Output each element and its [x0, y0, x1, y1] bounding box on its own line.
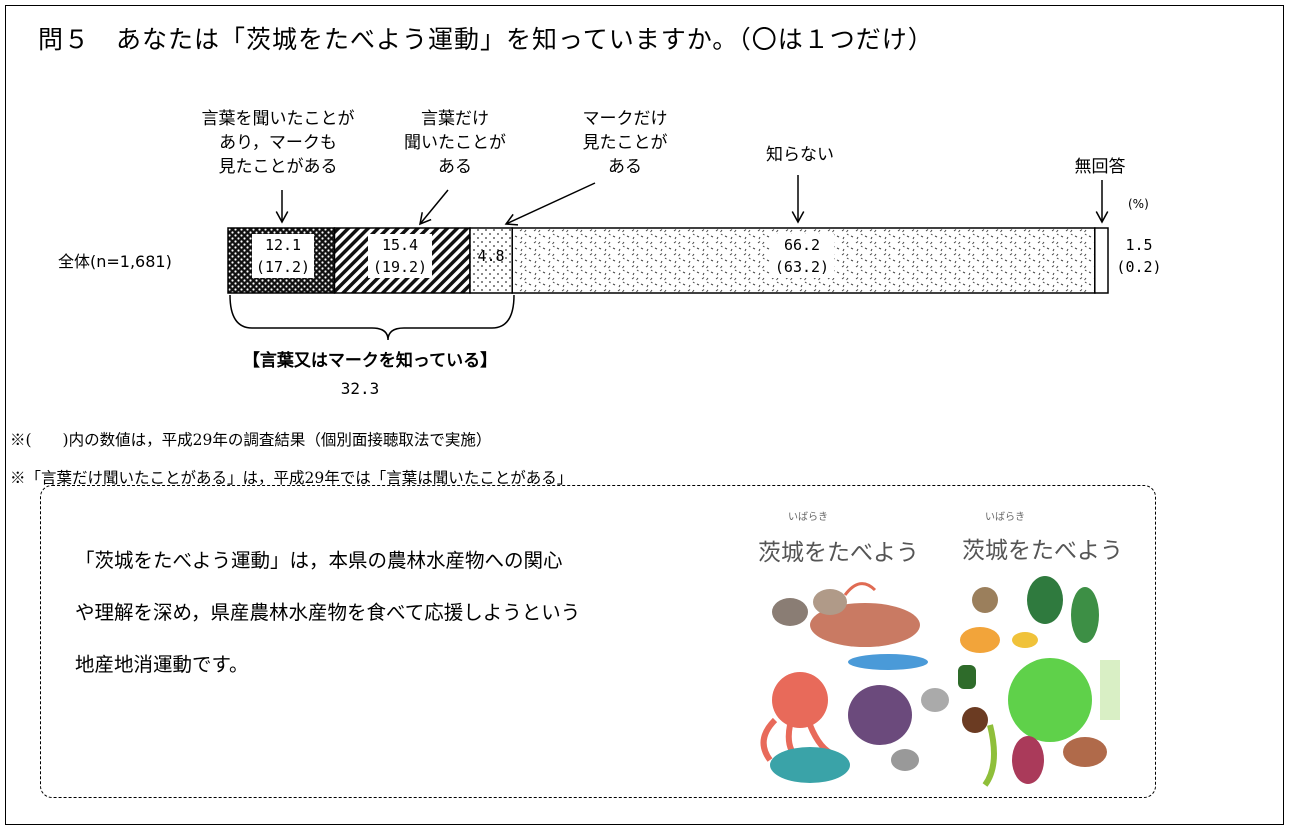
description-box	[40, 485, 1156, 798]
row-label: 全体(n=1,681)	[58, 252, 172, 271]
bracket-label: 【言葉又はマークを知っている】	[242, 351, 498, 371]
question-title: 問５ あなたは「茨城をたべよう運動」を知っていますか。（〇は１つだけ）	[38, 25, 934, 54]
category-label-heard-and-seen: 言葉を聞いたことが あり，マークも 見たことがある	[201, 109, 355, 177]
category-label-no-answer: 無回答	[1074, 157, 1126, 177]
value-label-no-answer: 1.5 (0.2)	[1116, 236, 1162, 276]
arrow-word-only	[419, 189, 449, 225]
arrow-mark-only-head	[504, 213, 519, 226]
arrow-word-only-head	[419, 212, 432, 226]
description-text: 「茨城をたべよう運動」は，本県の農林水産物への関心 や理解を深め，県産農林水産物…	[75, 549, 581, 676]
category-label-mark-only: マークだけ 見たことが ある	[582, 109, 668, 177]
arrow-unknown-head	[791, 211, 805, 224]
value-label-mark-only: 4.8	[477, 247, 505, 265]
category-label-word-only: 言葉だけ 聞いたことが ある	[404, 109, 506, 177]
arrow-mark-only	[505, 182, 596, 225]
note-previous-survey: ※( )内の数値は，平成29年の調査結果（個別面接聴取法で実施）	[10, 431, 492, 449]
value-label-heard-and-seen: 12.1 (17.2)	[252, 234, 314, 278]
bracket	[229, 294, 515, 341]
value-label-unknown: 66.2 (63.2)	[770, 234, 834, 278]
bracket-value: 32.3	[340, 379, 380, 398]
category-label-unknown: 知らない	[766, 145, 834, 165]
arrow-heard-and-seen-head	[275, 211, 289, 224]
note-wording-change: ※「言葉だけ聞いたことがある」は，平成29年では「言葉は聞いたことがある」	[10, 469, 573, 487]
bar-segment-no-answer	[1094, 227, 1109, 294]
unit-label: (%)	[1128, 197, 1149, 211]
value-label-word-only: 15.4 (19.2)	[368, 234, 432, 278]
arrow-no-answer-head	[1095, 211, 1109, 224]
bar-segment-mark-only	[469, 227, 513, 294]
